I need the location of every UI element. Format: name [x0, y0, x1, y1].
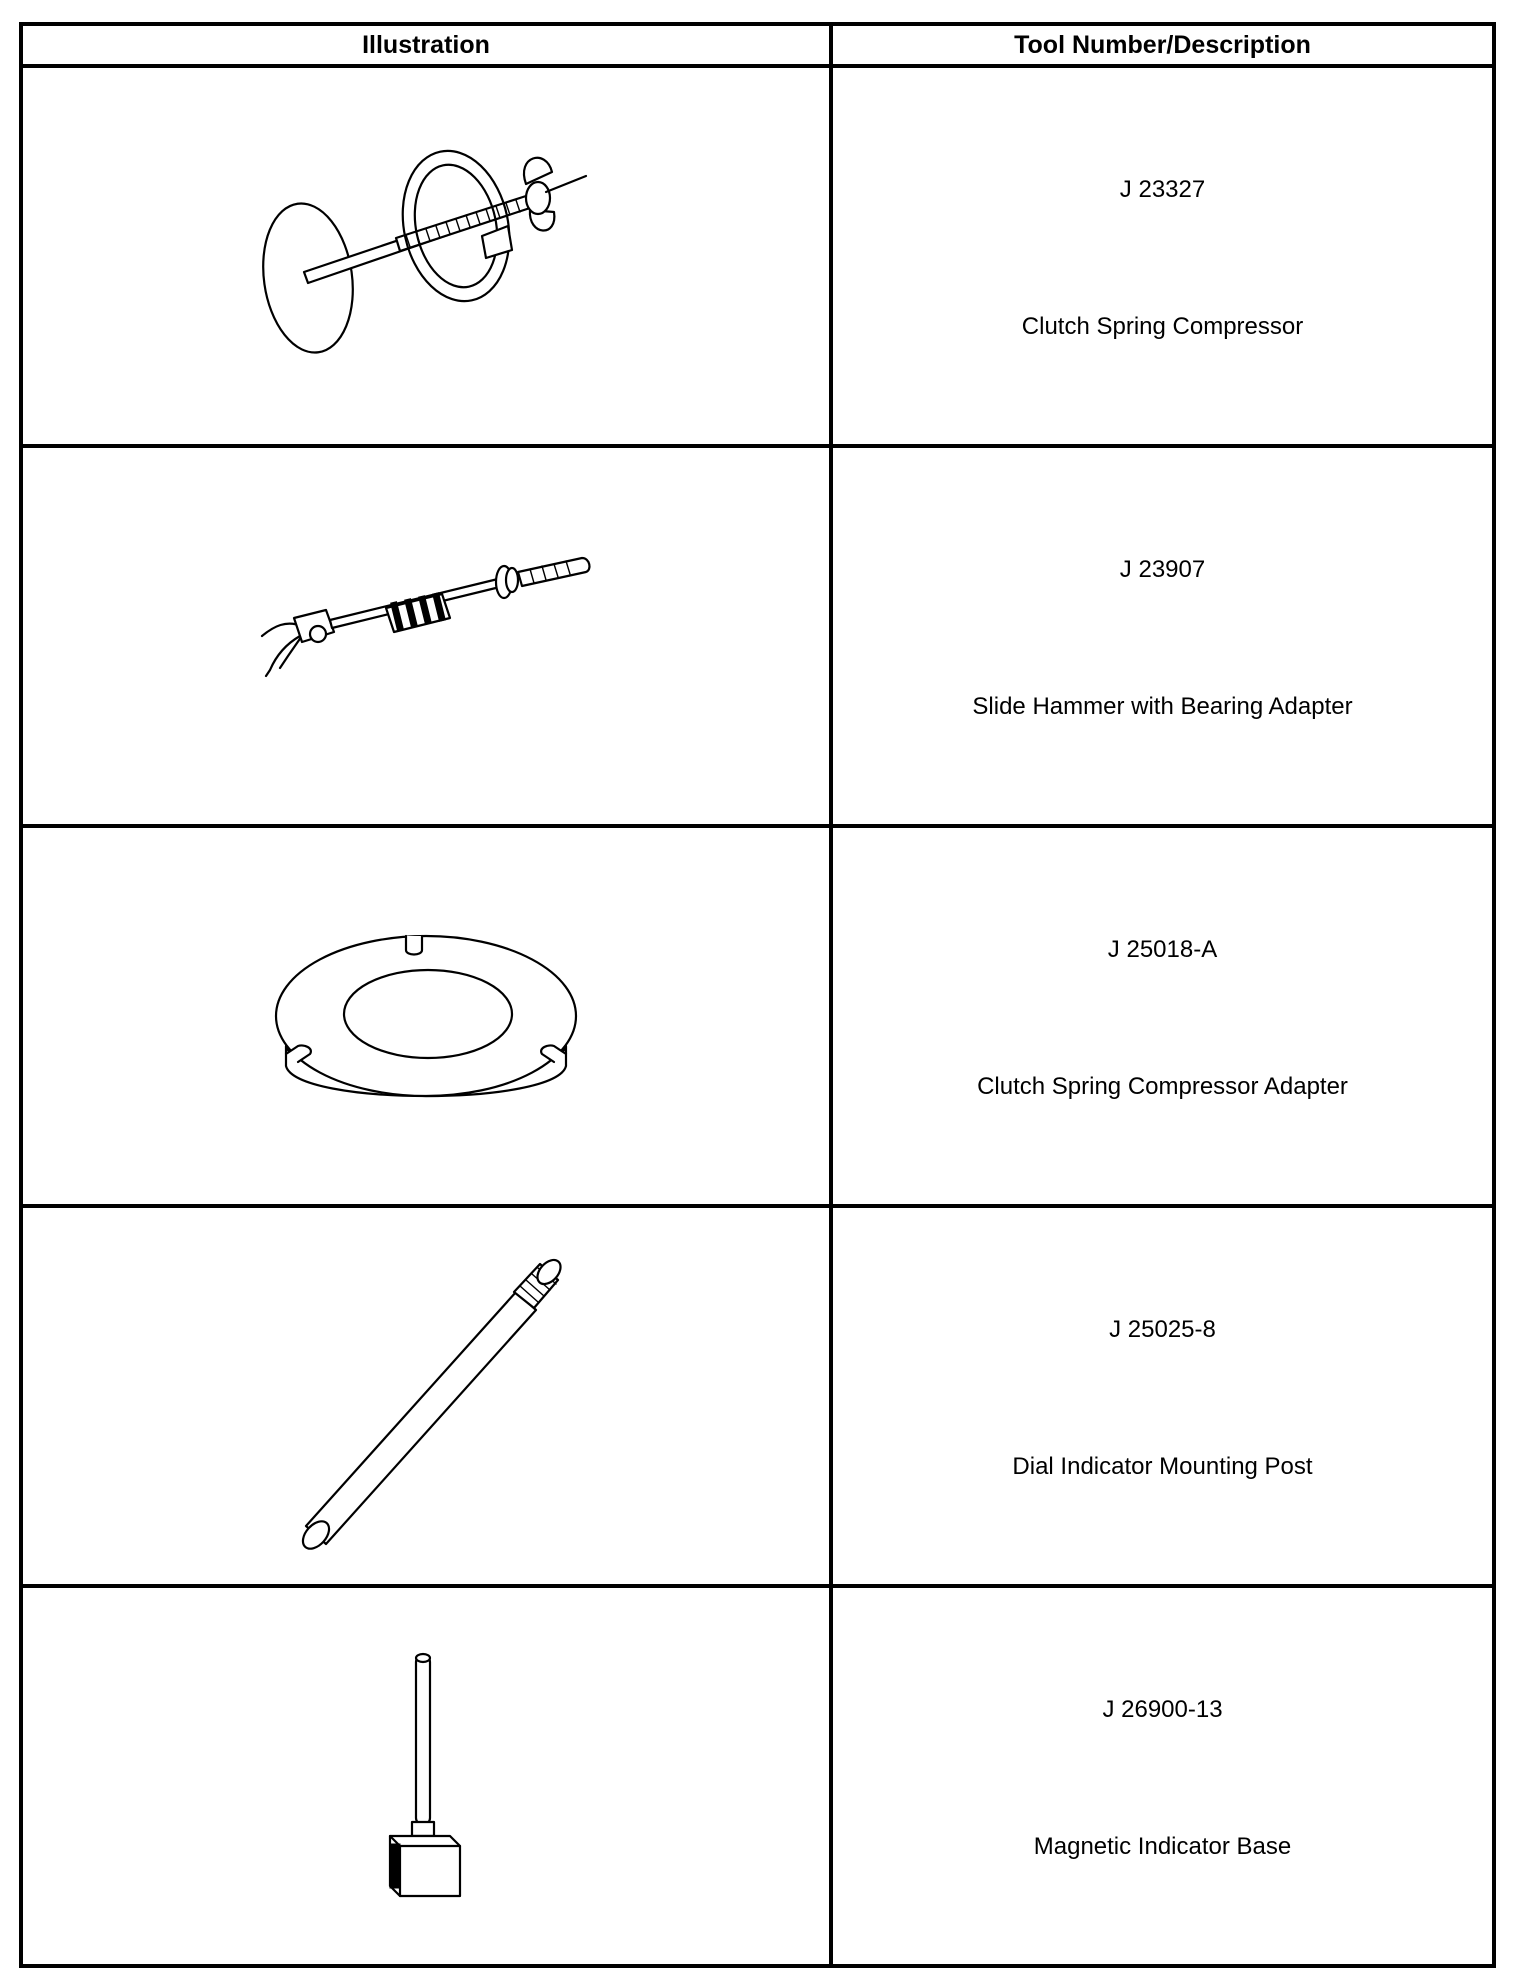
tool-number: J 26900-13 — [1102, 1696, 1223, 1723]
mounting-post-icon — [301, 1258, 562, 1550]
tool-number: J 25025-8 — [1109, 1316, 1216, 1343]
illustration-cell — [19, 824, 833, 1208]
tool-number: J 23907 — [1119, 556, 1206, 583]
illustration-cell — [19, 1204, 833, 1588]
compressor-adapter-ring-icon — [274, 934, 578, 1098]
tool-description: Clutch Spring Compressor Adapter — [977, 1073, 1348, 1100]
special-tools-table: Illustration Tool Number/Description — [19, 22, 1496, 1968]
description-cell: J 23327 Clutch Spring Compressor — [829, 64, 1496, 448]
tool-description: Slide Hammer with Bearing Adapter — [972, 693, 1353, 720]
tool-number: J 25018-A — [1107, 936, 1218, 963]
table-row: J 23907 Slide Hammer with Bearing Adapte… — [19, 444, 1496, 828]
header-illustration: Illustration — [19, 22, 833, 68]
illustration-cell — [19, 1584, 833, 1968]
tool-description: Magnetic Indicator Base — [1033, 1833, 1292, 1860]
tool-number: J 23327 — [1119, 176, 1206, 203]
slide-hammer-icon — [260, 556, 591, 678]
header-row: Illustration Tool Number/Description — [19, 22, 1496, 68]
table-row: J 23327 Clutch Spring Compressor — [19, 64, 1496, 448]
magnetic-base-icon — [388, 1652, 462, 1898]
description-cell: J 25025-8 Dial Indicator Mounting Post — [829, 1204, 1496, 1588]
tool-description: Dial Indicator Mounting Post — [1012, 1453, 1313, 1480]
description-cell: J 23907 Slide Hammer with Bearing Adapte… — [829, 444, 1496, 828]
description-cell: J 26900-13 Magnetic Indicator Base — [829, 1584, 1496, 1968]
description-cell: J 25018-A Clutch Spring Compressor Adapt… — [829, 824, 1496, 1208]
table-row: J 26900-13 Magnetic Indicator Base — [19, 1584, 1496, 1968]
table-row: J 25018-A Clutch Spring Compressor Adapt… — [19, 824, 1496, 1208]
table-row: J 25025-8 Dial Indicator Mounting Post — [19, 1204, 1496, 1588]
clutch-spring-compressor-icon — [262, 149, 588, 354]
illustration-cell — [19, 64, 833, 448]
header-tool-number-description: Tool Number/Description — [829, 22, 1496, 68]
illustration-cell — [19, 444, 833, 828]
tool-description: Clutch Spring Compressor — [1021, 313, 1304, 340]
